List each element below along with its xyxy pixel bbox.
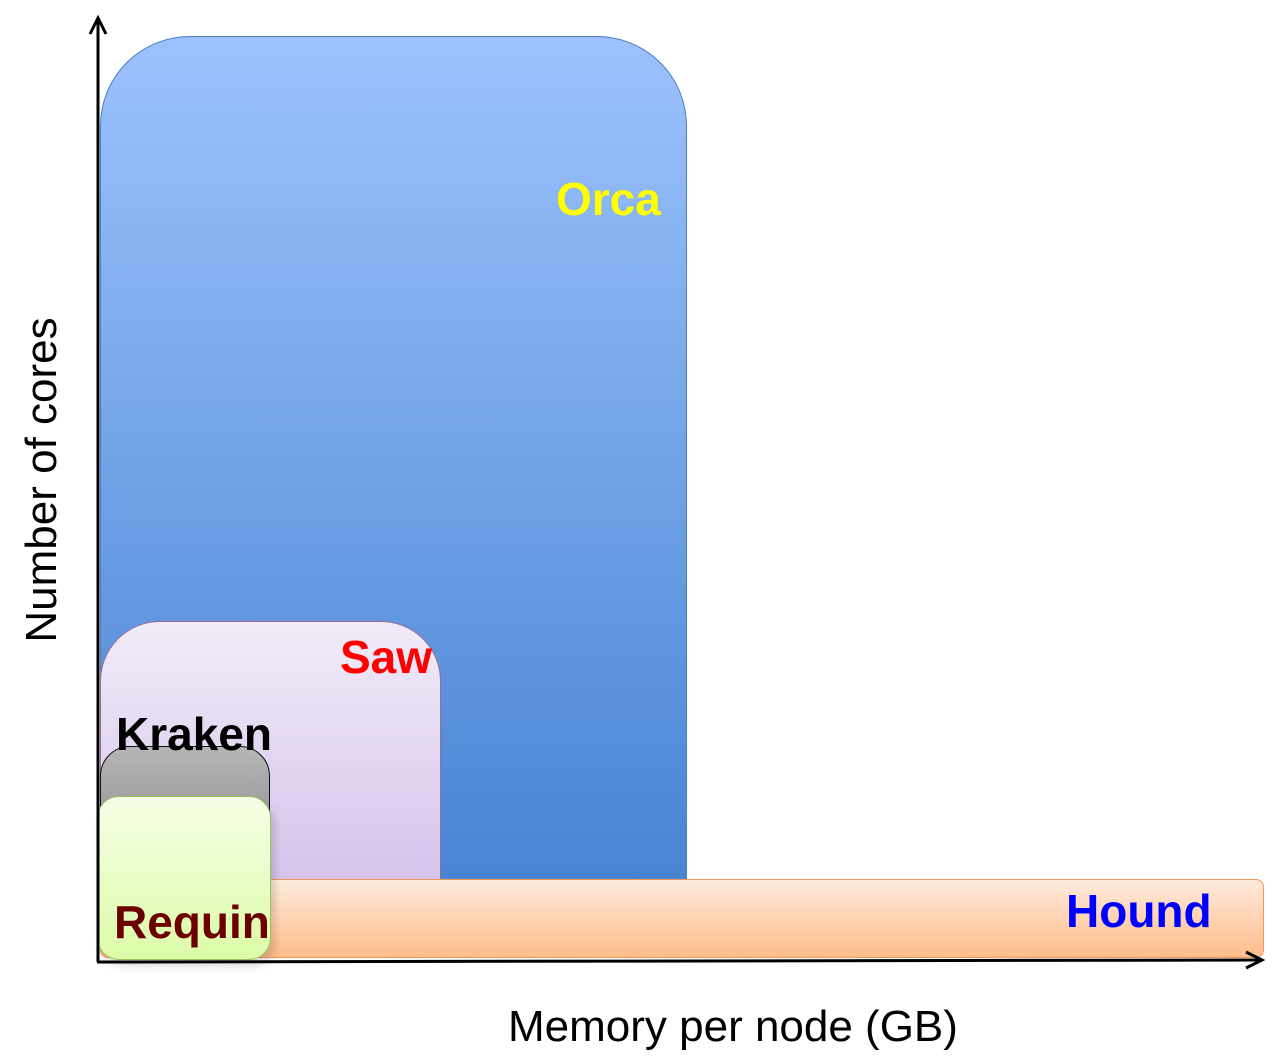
y-axis-arrow-icon (88, 14, 108, 35)
x-axis-label: Memory per node (GB) (508, 1002, 958, 1051)
x-axis (96, 958, 1263, 964)
y-axis-label: Number of cores (17, 317, 66, 643)
orca-label: Orca (556, 173, 661, 225)
x-axis-arrow-icon (1245, 950, 1266, 970)
kraken-label: Kraken (116, 708, 272, 760)
hound-label: Hound (1066, 885, 1212, 937)
requin-region (97, 796, 271, 960)
hound-region (100, 879, 1264, 958)
requin-label: Requin (114, 896, 270, 948)
saw-label: Saw (340, 631, 433, 683)
